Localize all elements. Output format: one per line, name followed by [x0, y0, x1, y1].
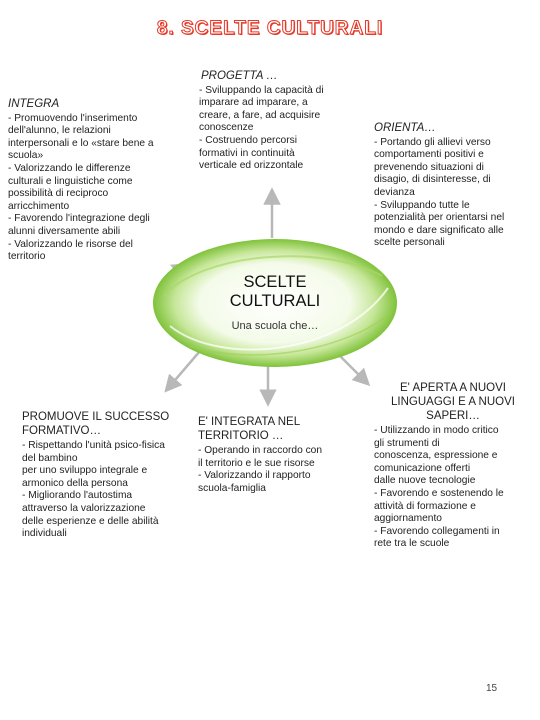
block-line: disagio, di disinteresse, di — [374, 174, 491, 186]
block-integra: INTEGRA - Promuovendo l'inserimento dell… — [8, 98, 178, 264]
block-line: armonico della persona — [22, 477, 128, 489]
block-line: culturali e linguistiche come — [8, 175, 133, 187]
block-line: verticale ed orizzontale — [199, 160, 304, 172]
center-title: SCELTE CULTURALI — [150, 273, 400, 311]
block-line: potenzialità per orientarsi nel — [374, 212, 505, 224]
block-line: prevenendo situazioni di — [374, 161, 484, 173]
block-heading-line: TERRITORIO … — [198, 430, 284, 442]
block-promuove: PROMUOVE IL SUCCESSO FORMATIVO… - Rispet… — [22, 410, 182, 541]
block-line: devianza — [374, 186, 415, 198]
block-line: gli strumenti di — [374, 437, 440, 449]
block-line: per uno sviluppo integrale e — [22, 465, 148, 477]
block-line: - Valorizzando le differenze — [8, 162, 131, 174]
block-line: - Sviluppando tutte le — [374, 199, 470, 211]
block-line: - Favorendo e sostenendo le — [374, 487, 504, 499]
block-line: aggiornamento — [374, 513, 442, 525]
block-line: attraverso la valorizzazione — [22, 502, 146, 514]
page-title: 8. SCELTE CULTURALI — [156, 18, 384, 40]
block-line: comunicazione offerti — [374, 462, 471, 474]
block-line: possibilità di reciproco — [8, 188, 109, 200]
block-line: - Operando in raccordo con — [198, 445, 323, 456]
block-line: rete tra le scuole — [374, 538, 450, 550]
block-heading-line: FORMATIVO… — [22, 425, 102, 437]
block-heading: INTEGRA — [8, 98, 60, 110]
ellipse-graphic — [153, 239, 397, 367]
block-line: - Utilizzando in modo critico — [374, 425, 499, 436]
block-line: formativi in continuità — [199, 147, 295, 159]
block-line: territorio — [8, 251, 46, 263]
block-line: delle esperienze e delle abilità — [22, 515, 159, 527]
block-aperta: E' APERTA A NUOVI LINGUAGGI E A NUOVI SA… — [374, 381, 536, 551]
block-line: del bambino — [22, 452, 78, 464]
block-line: scelte personali — [374, 237, 445, 249]
center-subtitle: Una scuola che… — [231, 320, 319, 332]
block-line: arricchimento — [8, 200, 70, 212]
block-line: conoscenze — [199, 122, 254, 134]
block-integrata: E' INTEGRATA NEL TERRITORIO … - Operando… — [198, 415, 348, 495]
block-line: - Promuovendo l'inserimento — [8, 112, 138, 124]
block-line: scuola» — [8, 150, 44, 162]
block-line: dell'alunno, le relazioni — [8, 125, 111, 137]
block-line: individuali — [22, 528, 67, 540]
block-heading: E' APERTA A NUOVI LINGUAGGI E A NUOVI SA… — [370, 381, 536, 423]
center-title-line: SCELTE — [243, 273, 307, 291]
block-line: scuola-famiglia — [198, 482, 266, 494]
block-line: - Favorendo l'integrazione degli — [8, 213, 150, 225]
block-line: interpersonali e lo «stare bene a — [8, 137, 154, 149]
block-heading: PROMUOVE IL SUCCESSO FORMATIVO… — [22, 410, 182, 438]
block-line: - Costruendo percorsi — [199, 134, 297, 146]
block-line: - Sviluppando la capacità di — [199, 84, 324, 96]
block-line: creare, a fare, ad acquisire — [199, 109, 321, 121]
block-line: conoscenza, espressione e — [374, 450, 498, 462]
block-heading: ORIENTA… — [374, 122, 436, 134]
block-line: alunni diversamente abili — [8, 225, 121, 237]
block-line: - Portando gli allievi verso — [374, 136, 491, 148]
block-heading-line: SAPERI… — [426, 410, 480, 422]
block-line: - Migliorando l'autostima — [22, 490, 133, 502]
block-orienta: ORIENTA… - Portando gli allievi verso co… — [374, 122, 536, 250]
block-line: dalle nuove tecnologie — [374, 475, 476, 487]
block-line: mondo e dare significato alle — [374, 224, 504, 236]
block-line: il territorio e le sue risorse — [198, 457, 315, 469]
block-heading-line: E' INTEGRATA NEL — [198, 416, 301, 428]
block-line: imparare ad imparare, a — [199, 97, 308, 109]
block-line: attività di formazione e — [374, 500, 476, 512]
block-heading-line: LINGUAGGI E A NUOVI — [391, 396, 515, 408]
block-heading: E' INTEGRATA NEL TERRITORIO … — [198, 415, 348, 443]
block-line: - Favorendo collegamenti in — [374, 525, 500, 537]
block-heading-line: PROMUOVE IL SUCCESSO — [22, 411, 170, 423]
central-ellipse: SCELTE CULTURALI Una scuola che… — [150, 236, 400, 370]
block-heading: PROGETTA … — [201, 70, 278, 82]
center-title-line: CULTURALI — [229, 292, 321, 310]
block-line: - Rispettando l'unità psico-fisica — [22, 440, 165, 451]
block-line: - Valorizzando le risorse del — [8, 238, 133, 250]
block-progetta: PROGETTA … - Sviluppando la capacità di … — [199, 70, 349, 173]
block-line: - Valorizzando il rapporto — [198, 470, 311, 482]
block-heading-line: E' APERTA A NUOVI — [400, 382, 506, 394]
page-number: 15 — [486, 683, 498, 694]
block-line: comportamenti positivi e — [374, 149, 484, 161]
